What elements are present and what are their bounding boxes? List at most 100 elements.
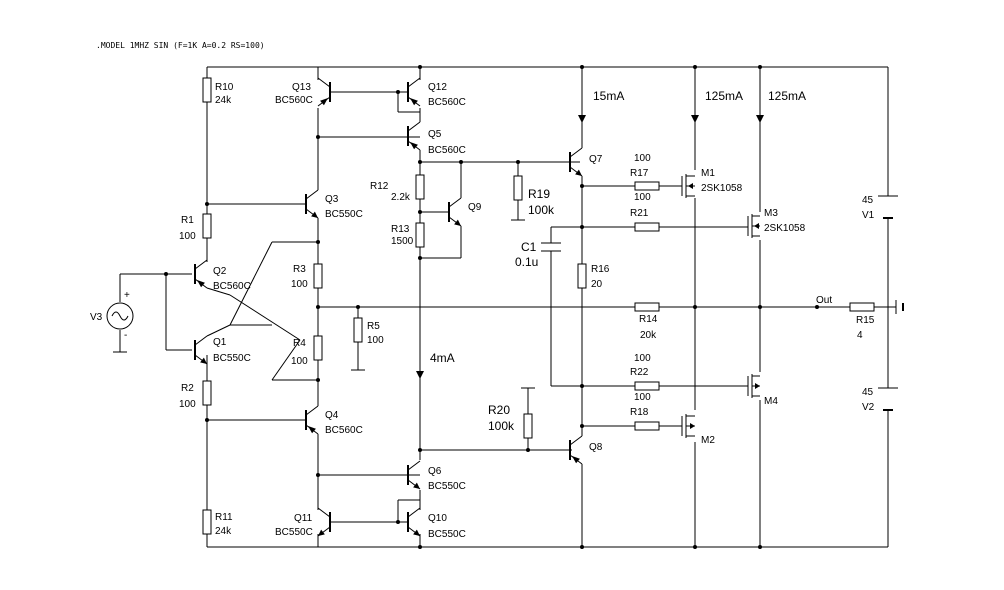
node-out: Out <box>816 295 832 306</box>
label-m2: M2 <box>701 435 715 446</box>
junction-dots <box>164 65 819 549</box>
mosfet-m2 <box>681 414 695 438</box>
label-r1: R1 <box>181 215 194 226</box>
label-r22: R22 <box>630 367 649 378</box>
label-r3: R3 <box>293 264 306 275</box>
resistor-r2 <box>202 380 212 406</box>
battery-v2 <box>878 387 898 411</box>
transistor-q6 <box>407 460 421 490</box>
mosfet-m3 <box>747 214 760 238</box>
value-v2: 45 <box>862 387 874 398</box>
capacitor-c1 <box>541 242 561 252</box>
resistor-r13 <box>415 222 425 248</box>
label-q4: Q4 <box>325 410 339 421</box>
resistor-r15 <box>849 302 875 312</box>
label-r21: R21 <box>630 208 649 219</box>
resistor-r17 <box>634 181 660 191</box>
label-r12: R12 <box>370 181 389 192</box>
transistor-q3 <box>305 189 319 219</box>
label-r17: R17 <box>630 168 649 179</box>
current-4ma: 4mA <box>430 351 455 365</box>
label-r10: R10 <box>215 82 234 93</box>
label-r11: R11 <box>215 512 233 523</box>
label-v2: V2 <box>862 402 875 413</box>
label-m3: M3 <box>764 208 778 219</box>
label-m1: M1 <box>701 168 715 179</box>
model-q2: BC560C <box>213 281 251 292</box>
current-arrows <box>416 115 764 379</box>
resistor-r18 <box>634 421 660 431</box>
value-r11: 24k <box>215 526 232 537</box>
value-r15: 4 <box>857 330 863 341</box>
model-q13: BC560C <box>275 95 313 106</box>
wires <box>119 66 896 548</box>
ground-symbols <box>113 219 904 389</box>
model-q11: BC550C <box>275 527 313 538</box>
value-r3: 100 <box>291 279 308 290</box>
label-m4: M4 <box>764 396 778 407</box>
transistor-q7 <box>569 147 583 177</box>
resistor-r16 <box>577 263 587 289</box>
resistor-r10 <box>202 77 212 103</box>
model-q1: BC550C <box>213 353 251 364</box>
label-q10: Q10 <box>428 513 447 524</box>
transistor-q8 <box>569 435 583 465</box>
label-r18: R18 <box>630 407 649 418</box>
v3-minus: - <box>124 330 127 341</box>
label-q2: Q2 <box>213 266 227 277</box>
labels: R10 24k R1 100 R2 100 R11 24k R3 100 R4 … <box>179 82 875 540</box>
value-r12: 2.2k <box>391 192 411 203</box>
ground-icon <box>895 300 904 314</box>
label-r20: R20 <box>488 403 510 417</box>
arrow-down-icon <box>691 115 699 123</box>
resistor-r11 <box>202 509 212 535</box>
value-r16: 20 <box>591 279 603 290</box>
value-c1: 0.1u <box>515 255 538 269</box>
resistor-r21 <box>634 222 660 232</box>
transistors <box>194 77 583 537</box>
mosfets <box>681 174 760 438</box>
label-r2: R2 <box>181 383 194 394</box>
label-q7: Q7 <box>589 154 603 165</box>
arrow-down-icon <box>416 371 424 379</box>
resistor-r5 <box>353 317 363 343</box>
label-q1: Q1 <box>213 337 227 348</box>
resistor-r4 <box>313 335 323 361</box>
label-r14: R14 <box>639 314 658 325</box>
value-r19: 100k <box>528 203 555 217</box>
label-r15: R15 <box>856 315 875 326</box>
label-q6: Q6 <box>428 466 442 477</box>
value-r10: 24k <box>215 95 232 106</box>
model-m1: 2SK1058 <box>701 183 743 194</box>
label-r5: R5 <box>367 321 380 332</box>
transistor-q12 <box>407 77 421 107</box>
model-q4: BC560C <box>325 425 363 436</box>
label-q12: Q12 <box>428 82 447 93</box>
value-r17-top: 100 <box>634 153 651 164</box>
model-q6: BC550C <box>428 481 466 492</box>
resistor-r20 <box>523 413 533 439</box>
transistor-q5 <box>407 121 421 151</box>
transistor-q2 <box>194 259 208 289</box>
label-v1: V1 <box>862 210 875 221</box>
label-q5: Q5 <box>428 129 442 140</box>
model-directive: .MODEL 1MHZ SIN (F=1K A=0.2 RS=100) <box>96 41 265 50</box>
mosfet-m1 <box>681 174 695 198</box>
v3-plus: + <box>124 290 130 301</box>
label-c1: C1 <box>521 240 537 254</box>
model-q5: BC560C <box>428 145 466 156</box>
transistor-q4 <box>305 405 319 435</box>
arrow-down-icon <box>578 115 586 123</box>
battery-v1 <box>878 195 898 219</box>
transistor-q9 <box>448 197 462 227</box>
value-r17: 100 <box>634 192 651 203</box>
model-q10: BC550C <box>428 529 466 540</box>
value-r22: 100 <box>634 392 651 403</box>
value-r5: 100 <box>367 335 384 346</box>
value-r22-top: 100 <box>634 353 651 364</box>
resistor-r12 <box>415 174 425 200</box>
value-r2: 100 <box>179 399 196 410</box>
model-q3: BC550C <box>325 209 363 220</box>
model-q12: BC560C <box>428 97 466 108</box>
